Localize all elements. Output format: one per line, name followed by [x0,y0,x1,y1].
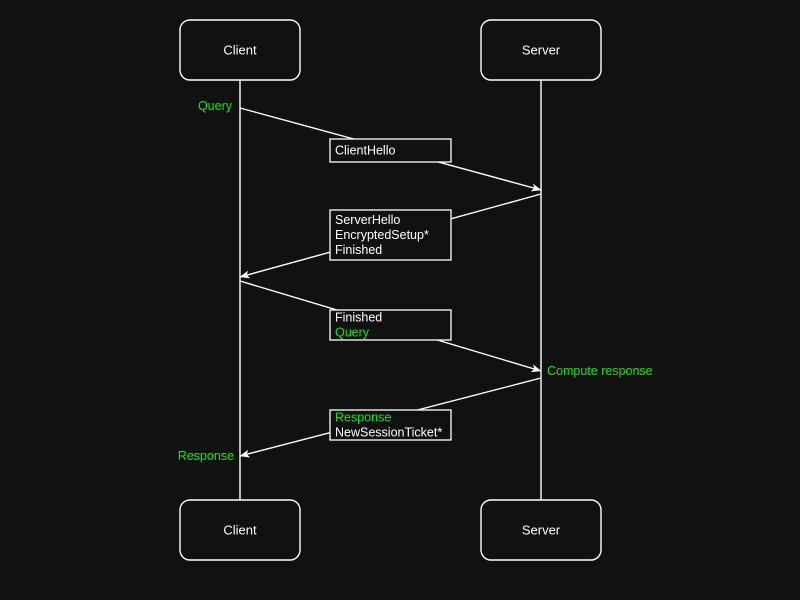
actor-box-client-top[interactable]: Client [179,19,301,81]
lifelines-group [239,80,542,500]
message-label-box [329,409,452,441]
messages-group: ClientHelloServerHelloEncryptedSetup*Fin… [239,107,542,458]
actor-label: Server [522,42,561,57]
actor-box-outline [179,19,301,81]
message-line: EncryptedSetup* [335,228,429,242]
message-line: Finished [335,311,382,325]
note-note-compute-response: Compute response [547,364,653,378]
message-line: Response [335,411,391,425]
message-client-hello[interactable]: ClientHello [239,107,542,192]
message-line: ClientHello [335,144,395,158]
actor-box-server-bottom[interactable]: Server [480,499,602,561]
note-note-response: Response [178,449,234,463]
message-label-box [329,209,452,261]
message-line: NewSessionTicket* [335,426,442,440]
actor-box-outline [179,499,301,561]
actor-label: Client [223,42,257,57]
note-note-query: Query [198,99,233,113]
message-label-box [329,309,452,341]
actor-box-outline [480,19,602,81]
actor-label: Server [522,522,561,537]
message-line: ServerHello [335,213,400,227]
actor-box-client-bottom[interactable]: Client [179,499,301,561]
actor-label: Client [223,522,257,537]
message-line: Query [335,326,370,340]
message-line: Finished [335,243,382,257]
actor-box-outline [480,499,602,561]
actor-box-server-top[interactable]: Server [480,19,602,81]
message-label-box [329,138,452,163]
